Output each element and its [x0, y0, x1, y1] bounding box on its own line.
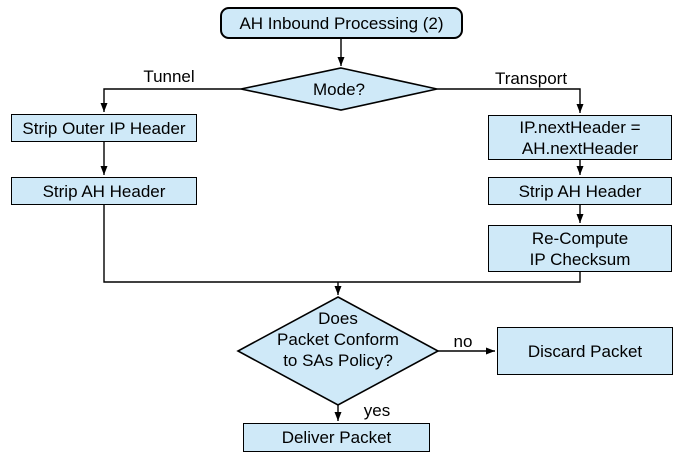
node-strip-ah-header-tunnel: Strip AH Header [11, 177, 197, 205]
edge-mode-tunnel [100, 88, 241, 112]
node-recompute-checksum: Re-Compute IP Checksum [488, 225, 672, 272]
node-ip-nextheader-line2: AH.nextHeader [521, 138, 639, 158]
edge-label-tunnel: Tunnel [143, 67, 195, 86]
decision-policy-label: Does Packet Conform to SAs Policy? [238, 308, 438, 371]
node-recompute-line2: IP Checksum [529, 249, 631, 269]
node-discard-packet: Discard Packet [497, 327, 673, 375]
node-start: AH Inbound Processing (2) [220, 7, 463, 39]
decision-policy-shape [236, 296, 440, 406]
decision-policy-line2: Packet Conform [277, 330, 399, 349]
edge-label-transport: Transport [494, 69, 568, 88]
edge-mode-transport [437, 88, 584, 113]
node-deliver-packet: Deliver Packet [243, 423, 430, 452]
decision-mode-shape [240, 67, 438, 111]
decision-mode-label: Mode? [313, 80, 365, 99]
edge-label-yes: yes [363, 401, 391, 420]
node-ip-nextheader-line1: IP.nextHeader = [519, 117, 641, 137]
edge-label-no: no [453, 332, 473, 351]
node-strip-outer-ip-header: Strip Outer IP Header [11, 114, 197, 142]
node-ip-nextheader: IP.nextHeader = AH.nextHeader [488, 115, 672, 160]
node-recompute-line1: Re-Compute [531, 228, 629, 248]
edge-merge-trunk [103, 205, 581, 283]
decision-policy-line3: to SAs Policy? [283, 351, 393, 370]
decision-policy-line1: Does [318, 309, 358, 328]
node-strip-ah-header-transport: Strip AH Header [488, 177, 672, 205]
